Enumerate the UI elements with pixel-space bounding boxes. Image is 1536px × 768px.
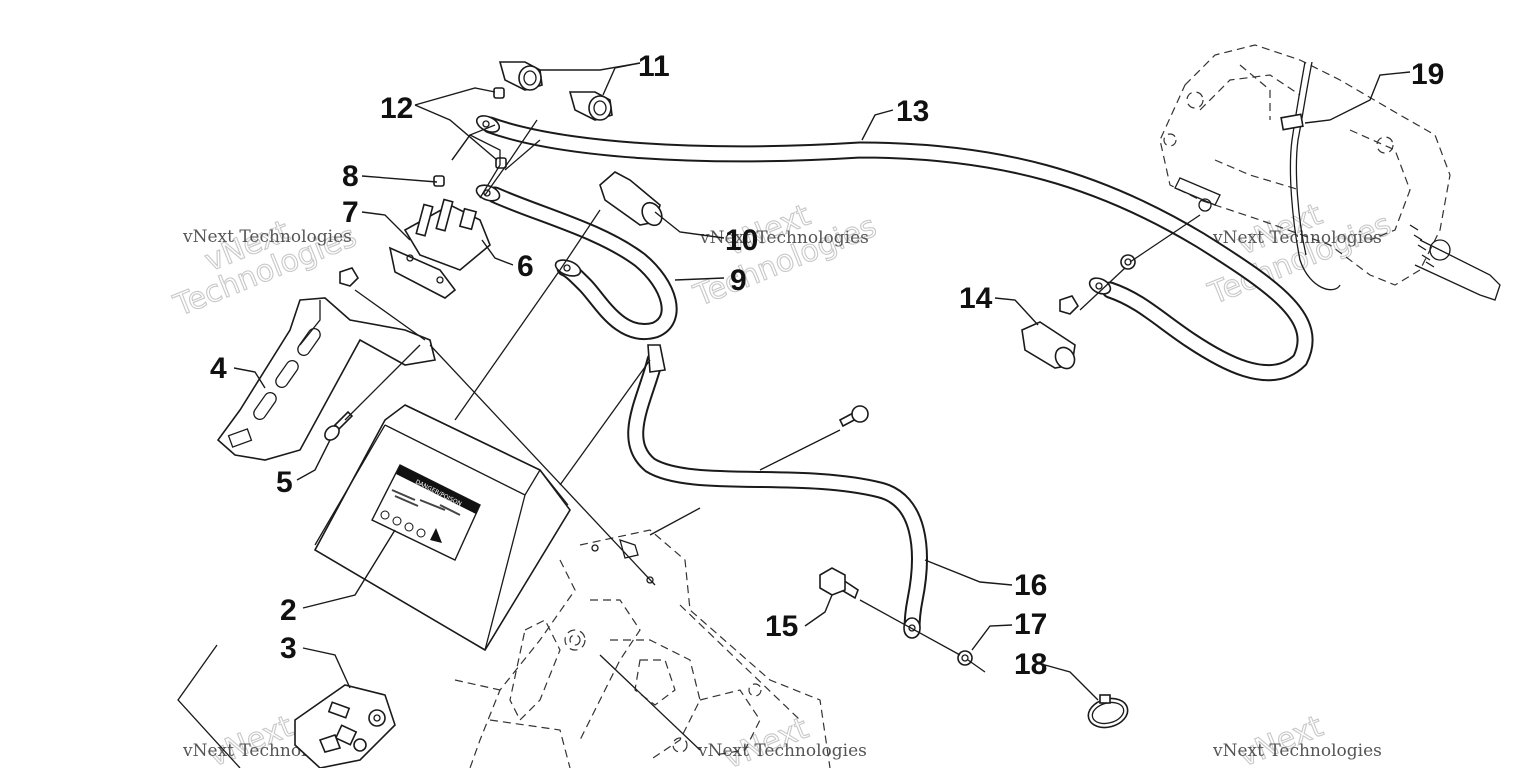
callout-8: 8 (342, 160, 359, 193)
callout-15: 15 (765, 610, 798, 643)
leader-lines (233, 62, 1411, 701)
screw-5 (324, 410, 354, 441)
callout-2: 2 (280, 594, 297, 627)
callout-6: 6 (517, 250, 534, 283)
terminal-boot-11 (498, 61, 613, 121)
watermark-bottom-center: vNext vNext Technologies (697, 710, 867, 768)
terminal-boot-10 (599, 171, 663, 227)
nut-12 (493, 87, 507, 169)
bracket-4 (216, 297, 436, 461)
callout-17: 17 (1014, 608, 1047, 641)
lockwasher-starter (1120, 254, 1136, 270)
callout-12: 12 (380, 92, 413, 125)
cable-9 (475, 184, 678, 341)
cable-16 (627, 344, 928, 639)
nut-starter (1059, 295, 1080, 315)
cable-tie (1280, 61, 1341, 291)
callout-labels: 11 12 8 7 6 10 9 13 19 14 4 5 2 3 15 16 … (210, 50, 1444, 681)
hardware-kit-3 (294, 684, 396, 768)
svg-text:vNext Technologies: vNext Technologies (182, 227, 352, 247)
bolt-ground (838, 405, 869, 428)
callout-10: 10 (725, 224, 758, 257)
battery-2: DANGER/POISON (313, 404, 571, 652)
callout-4: 4 (210, 352, 227, 385)
callout-3: 3 (280, 632, 297, 665)
starter-motor (1159, 44, 1501, 301)
callout-19: 19 (1411, 58, 1444, 91)
nut-bracket (339, 267, 360, 287)
callout-13: 13 (896, 95, 929, 128)
svg-text:vNext Technologies: vNext Technologies (1212, 741, 1382, 761)
callout-7: 7 (342, 196, 359, 229)
callout-16: 16 (1014, 569, 1047, 602)
bolt-15 (819, 567, 859, 600)
terminal-boot-14 (1021, 321, 1076, 370)
battery-warning-label: DANGER/POISON (371, 464, 481, 561)
callout-14: 14 (959, 282, 993, 315)
cable-13 (475, 115, 1314, 382)
assembly-lines (177, 119, 1201, 768)
callout-11: 11 (638, 50, 670, 83)
solenoid-7 (388, 198, 491, 299)
watermark-bottom-right: vNext vNext Technologies (1212, 708, 1382, 768)
svg-text:vNext Technologies: vNext Technologies (699, 228, 869, 248)
lockwasher-17 (957, 650, 973, 666)
clamp-18 (1087, 694, 1129, 729)
watermark-top-center: vNext Technologies vNext Technologies (688, 197, 882, 314)
svg-text:vNext Technologies: vNext Technologies (697, 741, 867, 761)
callout-5: 5 (276, 466, 293, 499)
svg-text:vNext Technologies: vNext Technologies (1212, 228, 1382, 248)
callout-9: 9 (730, 264, 747, 297)
callout-18: 18 (1014, 648, 1047, 681)
nut-8 (433, 175, 445, 187)
